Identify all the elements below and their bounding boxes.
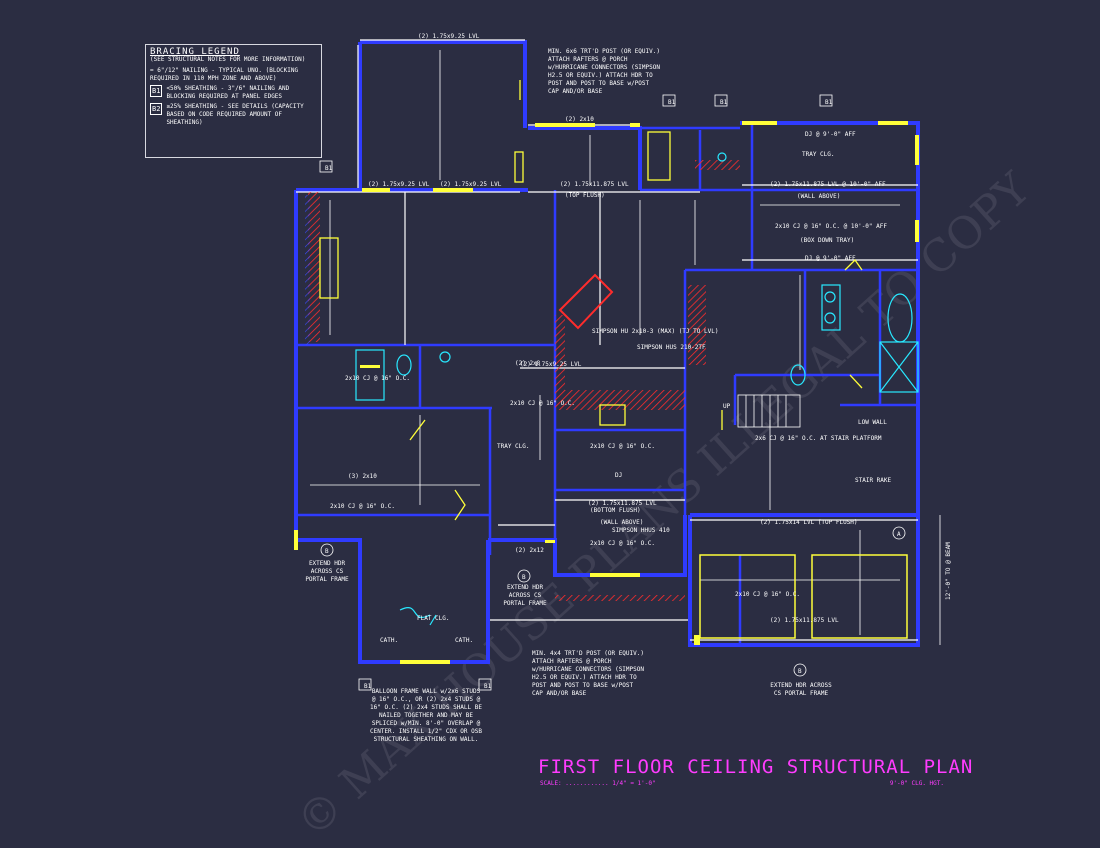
label-cj-16-10: 2x10 CJ @ 16" O.C. @ 10'-0" AFF — [775, 223, 887, 230]
label-wall-above-2: (WALL ABOVE) — [600, 519, 643, 526]
label-bottom-flush: (BOTTOM FLUSH) — [590, 507, 641, 514]
kitchen-island — [558, 273, 614, 330]
scale-value: 1/4" = 1'-0" — [612, 780, 656, 787]
label-low-wall: LOW WALL — [858, 419, 887, 426]
scale-row: SCALE: ............ 1/4" = 1'-0" 9'-0" C… — [540, 780, 944, 787]
label-flat-clg: FLAT CLG. — [417, 615, 450, 622]
post-note-bottom: MIN. 4x4 TRT'D POST (OR EQUIV.) ATTACH R… — [532, 650, 644, 697]
label-cj-2x10-c: 2x10 CJ @ 16" O.C. — [735, 591, 800, 598]
label-cj-2x10-b: 2x10 CJ @ 16" O.C. — [510, 400, 575, 407]
label-lvl-aff: (2) 1.75x11.875 LVL @ 10'-0" AFF — [770, 181, 886, 188]
label-dimension: 12'-0" TO @ BEAM — [945, 542, 952, 600]
legend-b1-text: <50% SHEATHING - 3"/6" NAILING AND BLOCK… — [166, 85, 290, 100]
label-lvl-a: (2) 1.75x9.25 LVL — [368, 181, 430, 188]
label-up: UP — [723, 403, 731, 410]
label-cath-left: CATH. — [380, 637, 398, 644]
legend-b1-row: B1 <50% SHEATHING - 3"/6" NAILING AND BL… — [150, 85, 317, 101]
legend-title: BRACING LEGEND — [150, 47, 240, 57]
label-b-1: B — [325, 548, 329, 555]
scale-label: SCALE: — [540, 780, 562, 787]
legend-b2-text: ≥25% SHEATHING - SEE DETAILS (CAPACITY B… — [166, 103, 304, 126]
label-lvl-b: (2) 1.75x9.25 LVL — [440, 181, 502, 188]
label-stair-rake: STAIR RAKE — [855, 477, 892, 484]
fixtures — [355, 152, 919, 626]
label-b-3: B — [798, 668, 802, 675]
label-dj-aff-1: DJ @ 9'-0" AFF — [805, 131, 856, 138]
label-cj-2x10-d: 2x10 CJ @ 16" O.C. — [590, 443, 655, 450]
label-b1-5: B1 — [364, 683, 372, 690]
label-stair-platform: 2x6 CJ @ 16" O.C. AT STAIR PLATFORM — [755, 435, 882, 442]
dimension: 12'-0" TO @ BEAM — [939, 515, 952, 645]
extend-hdr-left: EXTEND HDR ACROSS CS PORTAL FRAME — [305, 560, 349, 583]
label-b1-4: B1 — [825, 99, 833, 106]
label-x2-2x10: (2) 2x10 — [565, 116, 594, 123]
plan-labels: (2) 1.75x9.25 LVL (2) 1.75x9.25 LVL (2) … — [325, 33, 901, 690]
label-top-flush: (TOP FLUSH) — [565, 192, 605, 199]
label-tray-clg-2: TRAY CLG. — [497, 443, 530, 450]
label-b1-3: B1 — [720, 99, 728, 106]
door-swings — [319, 80, 863, 521]
ceiling-height: 9'-0" CLG. HGT. — [889, 780, 944, 787]
label-cj-2x10-e: 2x10 CJ @ 16" O.C. — [345, 375, 410, 382]
interior-walls — [296, 123, 918, 645]
tag-markers — [319, 94, 906, 691]
label-tray-clg: TRAY CLG. — [802, 151, 835, 158]
label-lvl-c: (2) 1.75x11.875 LVL — [560, 181, 629, 188]
stair — [737, 394, 801, 428]
label-wall-above: (WALL ABOVE) — [797, 193, 840, 200]
legend-b2-tag: B2 — [150, 103, 163, 115]
extend-hdr-mid: EXTEND HDR ACROSS CS PORTAL FRAME — [503, 584, 547, 607]
label-cath-right: CATH. — [455, 637, 473, 644]
extend-hdr-right: EXTEND HDR ACROSS CS PORTAL FRAME — [770, 682, 832, 697]
label-simpson-1: SIMPSON HU 2x10-3 (MAX) (TJ TO LVL) — [592, 328, 718, 335]
label-cj-2x10-f: 2x10 CJ @ 16" O.C. — [590, 540, 655, 547]
legend-b2-row: B2 ≥25% SHEATHING - SEE DETAILS (CAPACIT… — [150, 103, 317, 127]
label-lvl-top-flush: (2) 1.75x14 LVL (TOP FLUSH) — [760, 519, 858, 526]
scale-group: SCALE: ............ 1/4" = 1'-0" — [540, 780, 656, 787]
label-lvl-f: (2) 1.75x11.875 LVL — [770, 617, 839, 624]
hatched-walls — [305, 160, 740, 601]
label-dj: DJ — [615, 472, 622, 479]
beams — [296, 39, 918, 641]
garage-doors — [699, 554, 908, 639]
label-b1-2: B1 — [668, 99, 676, 106]
floor-plan-drawing: (2) 1.75x9.25 LVL (2) 1.75x9.25 LVL (2) … — [294, 33, 952, 691]
label-box-down-tray: (BOX DOWN TRAY) — [800, 237, 854, 244]
post-note-top: MIN. 6x6 TRT'D POST (OR EQUIV.) ATTACH R… — [548, 48, 660, 95]
bracing-legend: BRACING LEGEND (SEE STRUCTURAL NOTES FOR… — [145, 44, 322, 158]
label-simpson-3: SIMPSON HHUS 410 — [612, 527, 670, 534]
label-b1-6: B1 — [484, 683, 492, 690]
label-dj-aff-2: DJ @ 9'-0" AFF — [805, 255, 856, 262]
label-a: A — [897, 531, 901, 538]
label-lvl-d: (2) 1.75x9.25 LVL — [520, 361, 582, 368]
legend-nailing: = 6"/12" NAILING - TYPICAL UNO. (BLOCKIN… — [150, 67, 299, 82]
label-simpson-2: SIMPSON HUS 210-2TF — [637, 344, 706, 351]
label-lvl-e: (2) 1.75x11.875 LVL — [588, 500, 657, 507]
joist-arrows — [310, 50, 900, 635]
label-lvl-top: (2) 1.75x9.25 LVL — [418, 33, 480, 40]
label-b1-top: B1 — [325, 165, 333, 172]
legend-b1-tag: B1 — [150, 85, 163, 97]
legend-notes: (SEE STRUCTURAL NOTES FOR MORE INFORMATI… — [150, 56, 306, 63]
drawing-title: FIRST FLOOR CEILING STRUCTURAL PLAN — [538, 756, 974, 778]
label-x2-2x8: (2) 2x8 — [515, 360, 541, 367]
label-x2-2x12: (2) 2x12 — [515, 547, 544, 554]
balloon-frame-note: BALLOON FRAME WALL w/2x6 STUDS @ 16" O.C… — [370, 688, 482, 743]
label-cj-2x10: 2x10 CJ @ 16" O.C. — [330, 503, 395, 510]
label-b-2: B — [522, 574, 526, 581]
label-x3-2x10: (3) 2x10 — [348, 473, 377, 480]
bracing-panels — [294, 121, 919, 664]
